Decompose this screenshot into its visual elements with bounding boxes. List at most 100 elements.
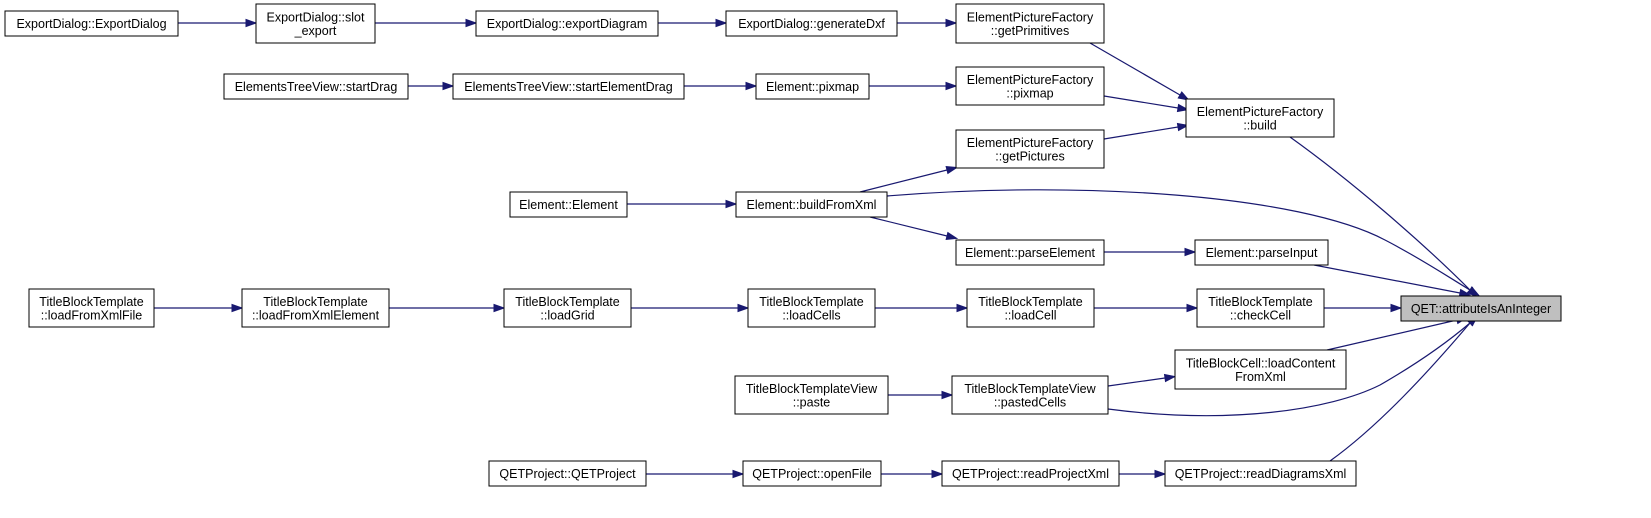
- edge-arrowhead: [231, 303, 244, 313]
- node-box: [4, 10, 179, 37]
- edge-n4-n5: [897, 18, 958, 28]
- node-box: [747, 288, 876, 328]
- function-node[interactable]: TitleBlockTemplateView::paste: [734, 375, 889, 415]
- function-node[interactable]: ElementPictureFactory::getPictures: [955, 129, 1105, 169]
- edge-n5-n10: [1089, 42, 1190, 101]
- node-label: ElementsTreeView::startElementDrag: [464, 80, 672, 94]
- function-node[interactable]: TitleBlockTemplate::loadFromXmlElement: [241, 288, 390, 328]
- node-label: ::paste: [793, 395, 831, 409]
- edge-n16-n17: [154, 303, 244, 313]
- node-box: [955, 129, 1105, 169]
- node-box: [755, 73, 870, 100]
- node-box: [223, 73, 409, 100]
- edge-arrowhead: [725, 199, 738, 209]
- function-node[interactable]: TitleBlockTemplate::loadGrid: [503, 288, 632, 328]
- node-label: Element::parseElement: [965, 246, 1095, 260]
- edge-n9-n10: [1103, 95, 1190, 113]
- edge-line: [859, 169, 948, 193]
- function-node[interactable]: TitleBlockTemplate::loadFromXmlFile: [28, 288, 155, 328]
- function-node[interactable]: TitleBlockTemplate::checkCell: [1196, 288, 1325, 328]
- node-label: ::loadFromXmlElement: [252, 308, 380, 322]
- function-node[interactable]: ExportDialog::exportDiagram: [475, 10, 659, 37]
- edge-n10-n22: [1289, 136, 1479, 299]
- node-box: [1194, 239, 1329, 266]
- function-node[interactable]: Element::Element: [509, 191, 628, 218]
- edge-n26-n27: [646, 469, 745, 479]
- node-box: [28, 288, 155, 328]
- node-label: ::loadFromXmlFile: [41, 308, 142, 322]
- edge-arrowhead: [737, 303, 750, 313]
- edge-line: [1103, 95, 1179, 109]
- node-box: [1174, 349, 1347, 390]
- node-box: [725, 10, 898, 37]
- node-label: TitleBlockTemplate: [1208, 295, 1312, 309]
- node-box: [742, 460, 882, 487]
- edge-n25-n23: [1107, 373, 1177, 387]
- function-node[interactable]: ElementsTreeView::startElementDrag: [452, 73, 685, 100]
- edge-arrowhead: [931, 469, 944, 479]
- edge-arrowhead: [732, 469, 745, 479]
- node-box: [1185, 98, 1335, 138]
- function-node[interactable]: ElementsTreeView::startDrag: [223, 73, 409, 100]
- edge-arrowhead: [715, 18, 728, 28]
- node-box: [255, 3, 376, 44]
- function-node[interactable]: TitleBlockTemplateView::pastedCells: [951, 375, 1109, 415]
- node-box: [734, 375, 889, 415]
- edge-n21-n22: [1324, 303, 1403, 313]
- edge-n13-n11: [859, 166, 959, 193]
- edge-n3-n4: [658, 18, 728, 28]
- function-node[interactable]: QETProject::readProjectXml: [941, 460, 1120, 487]
- edges-layer: [154, 18, 1480, 479]
- node-label: ElementsTreeView::startDrag: [235, 80, 398, 94]
- node-box: [1164, 460, 1357, 487]
- function-node[interactable]: Element::buildFromXml: [735, 191, 888, 218]
- node-label: QETProject::readDiagramsXml: [1175, 467, 1347, 481]
- edge-arrowhead: [442, 81, 455, 91]
- node-label: TitleBlockCell::loadContent: [1186, 356, 1336, 370]
- function-node[interactable]: ElementPictureFactory::pixmap: [955, 66, 1105, 106]
- edge-n19-n20: [875, 303, 969, 313]
- edge-line: [1107, 322, 1471, 417]
- node-label: ::loadCell: [1004, 308, 1056, 322]
- node-label: ::checkCell: [1230, 308, 1291, 322]
- function-node[interactable]: TitleBlockTemplate::loadCell: [966, 288, 1095, 328]
- function-node[interactable]: QETProject::QETProject: [488, 460, 647, 487]
- target-function-node[interactable]: QET::attributeIsAnInteger: [1400, 295, 1562, 322]
- node-box: [1400, 295, 1562, 322]
- node-label: TitleBlockTemplate: [39, 295, 143, 309]
- function-node[interactable]: Element::parseElement: [955, 239, 1105, 266]
- function-node[interactable]: ExportDialog::ExportDialog: [4, 10, 179, 37]
- node-box: [941, 460, 1120, 487]
- function-node[interactable]: QETProject::openFile: [742, 460, 882, 487]
- edge-n28-n29: [1119, 469, 1167, 479]
- function-node[interactable]: Element::parseInput: [1194, 239, 1329, 266]
- function-node[interactable]: ExportDialog::slot_export: [255, 3, 376, 44]
- function-node[interactable]: ExportDialog::generateDxf: [725, 10, 898, 37]
- edge-arrowhead: [1154, 469, 1167, 479]
- edge-arrowhead: [1184, 247, 1197, 257]
- function-node[interactable]: ElementPictureFactory::getPrimitives: [955, 3, 1105, 44]
- edge-arrowhead: [1177, 91, 1190, 101]
- edge-arrowhead: [1390, 303, 1403, 313]
- edge-n23-n22: [1326, 316, 1469, 351]
- function-node[interactable]: TitleBlockTemplate::loadCells: [747, 288, 876, 328]
- node-label: QET::attributeIsAnInteger: [1411, 302, 1551, 316]
- node-label: TitleBlockTemplateView: [746, 382, 878, 396]
- edge-arrowhead: [1186, 303, 1199, 313]
- function-node[interactable]: QETProject::readDiagramsXml: [1164, 460, 1357, 487]
- edge-arrowhead: [493, 303, 506, 313]
- function-node[interactable]: ElementPictureFactory::build: [1185, 98, 1335, 138]
- node-box: [955, 66, 1105, 106]
- edge-n17-n18: [389, 303, 506, 313]
- edge-arrowhead: [1176, 103, 1190, 113]
- node-box: [955, 3, 1105, 44]
- edge-line: [869, 216, 948, 237]
- function-node[interactable]: Element::pixmap: [755, 73, 870, 100]
- node-box: [1196, 288, 1325, 328]
- edge-n20-n21: [1094, 303, 1199, 313]
- edge-arrowhead: [945, 18, 958, 28]
- edge-n24-n25: [888, 390, 954, 400]
- node-label: FromXml: [1235, 370, 1286, 384]
